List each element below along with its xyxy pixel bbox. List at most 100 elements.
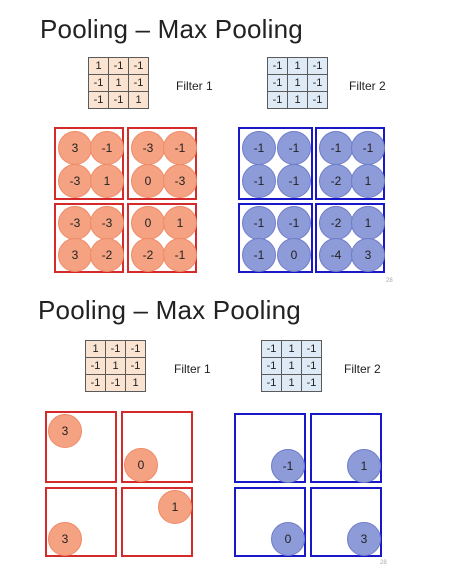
matrix-cell: 1 <box>287 91 308 109</box>
activation-circle: 1 <box>351 164 385 198</box>
red-max-window-2: 0 <box>121 411 193 483</box>
slide1-page-number: 28 <box>386 278 393 284</box>
activation-circle: -1 <box>277 131 311 165</box>
activation-circle: -1 <box>351 131 385 165</box>
activation-circle: 3 <box>351 238 385 272</box>
matrix-cell: -1 <box>85 374 106 392</box>
matrix-cell: -1 <box>105 374 126 392</box>
activation-circle: -2 <box>131 238 165 272</box>
activation-circle: -3 <box>58 206 92 240</box>
matrix-cell: 1 <box>85 340 106 358</box>
activation-circle: -2 <box>90 238 124 272</box>
matrix-cell: -1 <box>128 57 149 75</box>
activation-circle: -3 <box>131 131 165 165</box>
activation-circle: -2 <box>319 206 353 240</box>
slide2-filter2-label: Filter 2 <box>344 362 381 376</box>
red-pool-window-4: 0 1 -2 -1 <box>127 203 197 273</box>
matrix-cell: 1 <box>287 57 308 75</box>
slide1-title: Pooling – Max Pooling <box>40 14 303 44</box>
activation-circle: 1 <box>163 206 197 240</box>
matrix-cell: -1 <box>261 374 282 392</box>
activation-circle: -1 <box>277 164 311 198</box>
matrix-cell: -1 <box>307 57 328 75</box>
max-value-circle: -1 <box>271 449 305 483</box>
matrix-cell: -1 <box>105 340 126 358</box>
matrix-cell: -1 <box>88 74 109 92</box>
matrix-cell: -1 <box>128 74 149 92</box>
matrix-cell: -1 <box>301 374 322 392</box>
matrix-cell: -1 <box>267 74 288 92</box>
max-value-circle: 3 <box>48 414 82 448</box>
blue-max-window-2: 1 <box>310 413 382 483</box>
activation-circle: -1 <box>277 206 311 240</box>
blue-pool-window-1: -1 -1 -1 -1 <box>238 127 313 200</box>
matrix-cell: -1 <box>85 357 106 375</box>
blue-pool-window-2: -1 -1 -2 1 <box>315 127 385 200</box>
activation-circle: -1 <box>90 131 124 165</box>
activation-circle: -1 <box>163 238 197 272</box>
max-value-circle: 1 <box>158 490 192 524</box>
matrix-cell: -1 <box>301 340 322 358</box>
matrix-cell: -1 <box>108 57 129 75</box>
max-value-circle: 0 <box>124 448 158 482</box>
activation-circle: 1 <box>90 164 124 198</box>
activation-circle: -1 <box>163 131 197 165</box>
matrix-cell: 1 <box>281 340 302 358</box>
matrix-cell: -1 <box>108 91 129 109</box>
matrix-cell: 1 <box>281 357 302 375</box>
red-pool-window-3: -3 -3 3 -2 <box>54 203 124 273</box>
matrix-cell: -1 <box>307 74 328 92</box>
red-pool-window-2: -3 -1 0 -3 <box>127 127 197 200</box>
matrix-cell: 1 <box>108 74 129 92</box>
max-value-circle: 0 <box>271 522 305 556</box>
matrix-cell: 1 <box>128 91 149 109</box>
matrix-cell: 1 <box>105 357 126 375</box>
activation-circle: 3 <box>58 131 92 165</box>
activation-circle: -1 <box>242 164 276 198</box>
activation-circle: 0 <box>131 206 165 240</box>
slide2-title: Pooling – Max Pooling <box>38 295 301 325</box>
activation-circle: 3 <box>58 238 92 272</box>
slide2-page-number: 28 <box>380 560 387 566</box>
activation-circle: 0 <box>131 164 165 198</box>
activation-circle: -3 <box>58 164 92 198</box>
blue-pool-window-4: -2 1 -4 3 <box>315 203 385 273</box>
max-value-circle: 1 <box>347 449 381 483</box>
matrix-cell: -1 <box>267 57 288 75</box>
red-max-window-3: 3 <box>45 487 117 557</box>
blue-pool-window-3: -1 -1 -1 0 <box>238 203 313 273</box>
activation-circle: 0 <box>277 238 311 272</box>
activation-circle: -2 <box>319 164 353 198</box>
matrix-cell: -1 <box>125 357 146 375</box>
activation-circle: 1 <box>351 206 385 240</box>
matrix-cell: 1 <box>88 57 109 75</box>
activation-circle: -1 <box>319 131 353 165</box>
slide1-filter2-label: Filter 2 <box>349 79 386 93</box>
red-pool-window-1: 3 -1 -3 1 <box>54 127 124 200</box>
max-value-circle: 3 <box>347 522 381 556</box>
slide2-filter1-label: Filter 1 <box>174 362 211 376</box>
matrix-cell: -1 <box>88 91 109 109</box>
blue-max-window-1: -1 <box>234 413 306 483</box>
blue-max-window-4: 3 <box>310 487 382 557</box>
activation-circle: -1 <box>242 131 276 165</box>
activation-circle: -3 <box>163 164 197 198</box>
matrix-cell: -1 <box>261 340 282 358</box>
activation-circle: -1 <box>242 238 276 272</box>
max-value-circle: 3 <box>48 522 82 556</box>
red-max-window-4: 1 <box>121 487 193 557</box>
matrix-cell: -1 <box>125 340 146 358</box>
activation-circle: -4 <box>319 238 353 272</box>
matrix-cell: 1 <box>125 374 146 392</box>
matrix-cell: -1 <box>301 357 322 375</box>
matrix-cell: -1 <box>261 357 282 375</box>
matrix-cell: -1 <box>307 91 328 109</box>
blue-max-window-3: 0 <box>234 487 306 557</box>
red-max-window-1: 3 <box>45 411 117 483</box>
activation-circle: -3 <box>90 206 124 240</box>
matrix-cell: 1 <box>287 74 308 92</box>
